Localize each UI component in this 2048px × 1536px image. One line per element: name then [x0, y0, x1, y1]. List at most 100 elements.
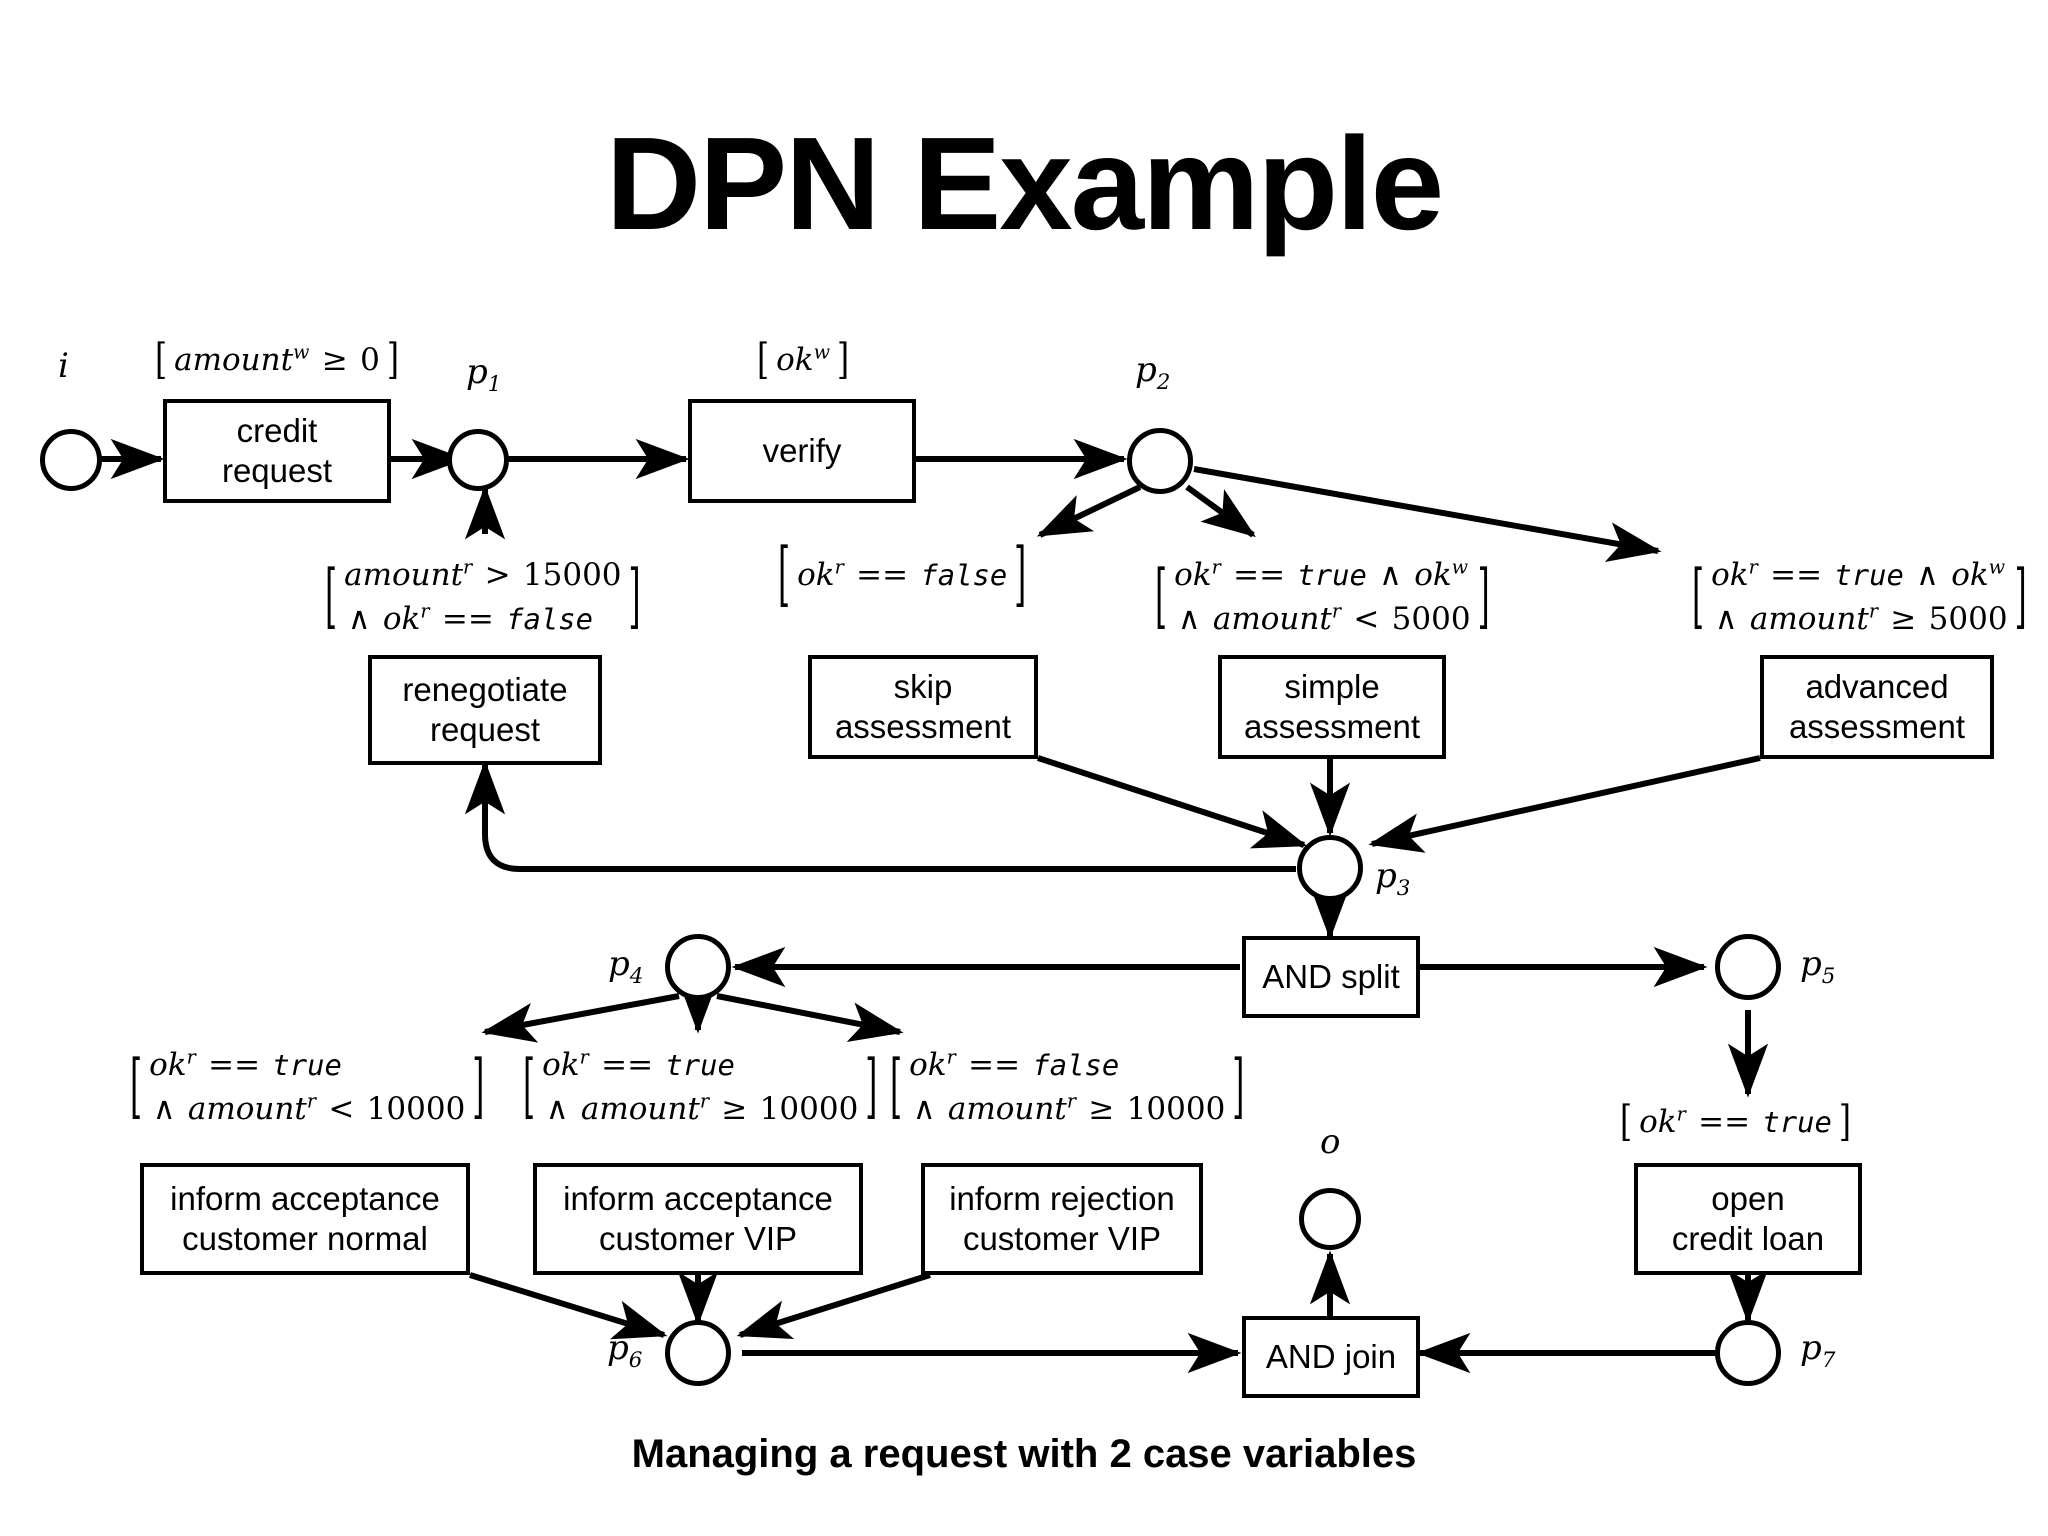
guard-token: true: [1834, 558, 1904, 592]
transition-inform-acceptance-customer-vip[interactable]: inform acceptance customer VIP: [533, 1163, 863, 1275]
transition-and-split[interactable]: AND split: [1242, 936, 1420, 1018]
guard-line: ∧ amountr < 10000: [149, 1087, 465, 1131]
guard-token: ≥: [321, 342, 348, 378]
transition-label-line1: credit: [236, 411, 318, 449]
guard-token: amountr: [187, 1089, 316, 1128]
guard-line: okw: [776, 338, 830, 382]
guard-token: 10000: [1126, 1091, 1226, 1128]
guard-bracket-close: ]: [1232, 1046, 1245, 1128]
guard-token: ∧: [1714, 601, 1738, 638]
transition-label-line2: request: [221, 452, 333, 489]
guard-bracket-open: [: [757, 335, 770, 385]
guard-token: <: [1353, 601, 1380, 638]
guard-token: amountr: [947, 1089, 1076, 1128]
place-p6[interactable]: [665, 1320, 731, 1386]
guard-token: ==: [856, 557, 909, 593]
place-label-p5: p5: [1800, 944, 1836, 989]
place-label-p3: p3: [1375, 856, 1411, 901]
guard-token: ∧: [152, 1091, 176, 1128]
transition-label-line2: customer normal: [182, 1220, 428, 1257]
guard-bracket-close: ]: [837, 335, 850, 385]
guard-token: okw: [1414, 555, 1469, 593]
guard-token: false: [506, 602, 593, 637]
guard-line: ∧ amountr < 5000: [1174, 597, 1471, 641]
guard-token: ==: [441, 601, 494, 638]
transition-verify[interactable]: verify: [688, 399, 916, 503]
place-p4[interactable]: [665, 934, 731, 1000]
place-label-p2: p2: [1135, 350, 1171, 395]
transition-simple-assessment[interactable]: simple assessment: [1218, 655, 1446, 759]
guard-inform-rejection-customer-vip: [okr == false ∧ amountr ≥ 10000 ]: [890, 1043, 1244, 1131]
transition-label-line2: assessment: [1788, 708, 1966, 745]
guard-token: 5000: [1928, 601, 2008, 638]
guard-line: amountr > 15000: [344, 553, 621, 597]
guard-token: false: [920, 558, 1008, 592]
guard-body: okr == true: [1632, 1100, 1839, 1144]
guard-bracket-open: [: [1692, 556, 1705, 638]
guard-line: okr == true: [149, 1043, 465, 1087]
guard-token: 0: [360, 342, 380, 378]
guard-bracket-open: [: [155, 335, 168, 385]
guard-token: 10000: [366, 1091, 466, 1128]
guard-token: amountr: [1749, 599, 1878, 638]
guard-token: 10000: [759, 1091, 859, 1128]
place-p7[interactable]: [1715, 1320, 1781, 1386]
guard-body: okr == true ∧ okw ∧ amountr ≥ 5000: [1704, 553, 2014, 641]
transition-label-line1: AND split: [1262, 957, 1400, 995]
transition-skip-assessment[interactable]: skip assessment: [808, 655, 1038, 759]
guard-token: amountr: [344, 555, 473, 593]
guard-open-credit-loan: [okr == true ]: [1620, 1098, 1851, 1147]
guard-token: ∧: [545, 1091, 569, 1128]
guard-token: false: [1032, 1048, 1120, 1082]
guard-token: ==: [208, 1047, 261, 1083]
guard-line: okr == true: [542, 1043, 858, 1087]
guard-token: 15000: [522, 557, 622, 593]
transition-and-join[interactable]: AND join: [1242, 1316, 1420, 1398]
transition-credit-request[interactable]: credit request: [163, 399, 391, 503]
transition-advanced-assessment[interactable]: advanced assessment: [1760, 655, 1994, 759]
place-p5[interactable]: [1715, 934, 1781, 1000]
guard-bracket-close: ]: [386, 335, 399, 385]
guard-token: true: [1762, 1105, 1832, 1139]
guard-token: true: [1297, 558, 1367, 592]
guard-token: ∧: [1379, 557, 1402, 593]
guard-token: ==: [601, 1047, 654, 1083]
transition-inform-acceptance-customer-normal[interactable]: inform acceptance customer normal: [140, 1163, 470, 1275]
guard-token: ≥: [1890, 601, 1917, 638]
place-p3[interactable]: [1297, 835, 1363, 901]
guard-bracket-open: [: [325, 556, 338, 638]
place-p2[interactable]: [1127, 428, 1193, 494]
guard-token: ==: [1770, 557, 1823, 593]
transition-label-line1: advanced: [1805, 667, 1949, 705]
guard-body: okr == false: [790, 553, 1014, 597]
guard-skip-assessment: [okr == false ]: [778, 534, 1026, 615]
guard-token: okr: [1711, 555, 1758, 593]
guard-bracket-open: [: [1155, 556, 1168, 638]
transition-label-line2: customer VIP: [598, 1220, 798, 1257]
transition-label-line2: assessment: [834, 708, 1012, 745]
guard-body: okr == true ∧ amountr ≥ 10000: [535, 1043, 865, 1131]
guard-token: ∧: [1916, 557, 1939, 593]
transition-inform-rejection-customer-vip[interactable]: inform rejection customer VIP: [921, 1163, 1203, 1275]
transition-label-line1: inform acceptance: [170, 1179, 440, 1217]
guard-token: okw: [776, 340, 830, 378]
transition-open-credit-loan[interactable]: open credit loan: [1634, 1163, 1862, 1275]
guard-token: true: [272, 1048, 342, 1082]
guard-token: <: [328, 1091, 355, 1128]
transition-label-line2: credit loan: [1671, 1220, 1825, 1257]
place-o[interactable]: [1299, 1188, 1361, 1250]
guard-token: ∧: [347, 601, 371, 638]
place-p1[interactable]: [447, 429, 509, 491]
guard-token: amountr: [580, 1089, 709, 1128]
place-label-o: o: [1320, 1122, 1341, 1162]
place-label-i: i: [58, 346, 69, 386]
guard-body: okr == true ∧ okw ∧ amountr < 5000: [1167, 553, 1477, 641]
guard-bracket-close: ]: [628, 556, 641, 638]
transition-renegotiate-request[interactable]: renegotiate request: [368, 655, 602, 765]
guard-line: ∧ amountr ≥ 5000: [1711, 597, 2008, 641]
guard-token: >: [484, 557, 511, 593]
place-i[interactable]: [40, 429, 102, 491]
guard-advanced-assessment: [okr == true ∧ okw ∧ amountr ≥ 5000 ]: [1692, 553, 2027, 641]
transition-label-line2: assessment: [1243, 708, 1421, 745]
